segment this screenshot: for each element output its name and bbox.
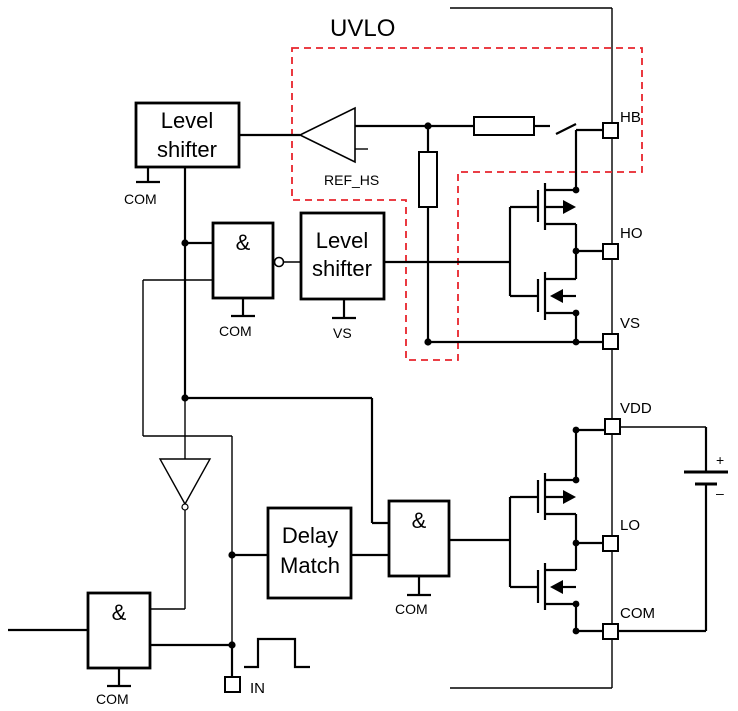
pin-ho-label: HO [620,225,643,242]
ground-label-vs: VS [333,325,352,341]
pin-in-label: IN [250,680,265,697]
low-side-mosfet-lower [508,497,580,635]
pin-vs: VS [602,315,640,350]
level-shifter-top: Level shifter [134,101,241,169]
uvlo-comparator [239,106,428,164]
and-gate-lower-symbol: & [412,508,427,533]
and-input-wire [142,279,233,645]
high-side-mosfet-upper [510,160,580,255]
pin-com: COM [602,605,655,640]
hb-resistor [428,116,603,160]
level-shifter-mid: Level shifter [284,211,510,301]
level-shifter-top-line1: Level [161,108,214,133]
pin-hb-label: HB [620,109,641,126]
battery: + – [618,426,728,633]
pin-lo: LO [602,517,640,552]
delay-match-line2: Match [280,553,340,578]
ground-symbol [107,668,131,688]
low-side-mosfet-upper [510,426,580,547]
pin-hb: HB [602,109,641,139]
level-shifter-mid-line2: shifter [312,256,372,281]
and-gate-input-symbol: & [112,600,127,625]
ground-label-com: COM [395,601,428,617]
ground-label-com: COM [96,691,129,707]
pin-lo-label: LO [620,517,640,534]
pin-vdd: VDD [604,400,652,435]
delay-match: Delay Match [228,506,389,600]
pin-in: IN [224,645,265,697]
and-gate-upper-symbol: & [236,230,251,255]
ground-label-com: COM [124,191,157,207]
ground-symbol [407,576,431,597]
ground-symbol [332,299,356,320]
delay-match-line1: Delay [282,523,338,548]
level-shifter-mid-line1: Level [316,228,369,253]
battery-minus-label: – [716,485,724,501]
pulse-waveform [244,637,310,669]
uvlo-region: UVLO [291,15,643,361]
vertical-resistor [418,122,438,346]
inverter [150,398,212,610]
level-shifter-top-line2: shifter [157,137,217,162]
pin-com-label: COM [620,605,655,622]
ground-symbol [136,167,160,184]
battery-plus-label: + [716,452,724,468]
pin-vs-label: VS [620,315,640,332]
and-gate-input: & [8,591,236,670]
and-gate-upper: & [211,221,285,300]
ground-symbol [231,298,255,318]
pin-vdd-label: VDD [620,400,652,417]
ground-label-com: COM [219,323,252,339]
pin-ho: HO [602,225,643,260]
high-side-mosfet-lower [508,207,580,342]
and-gate-lower: & [387,499,510,578]
uvlo-label: UVLO [330,15,395,42]
ref-hs-label: REF_HS [324,172,379,188]
